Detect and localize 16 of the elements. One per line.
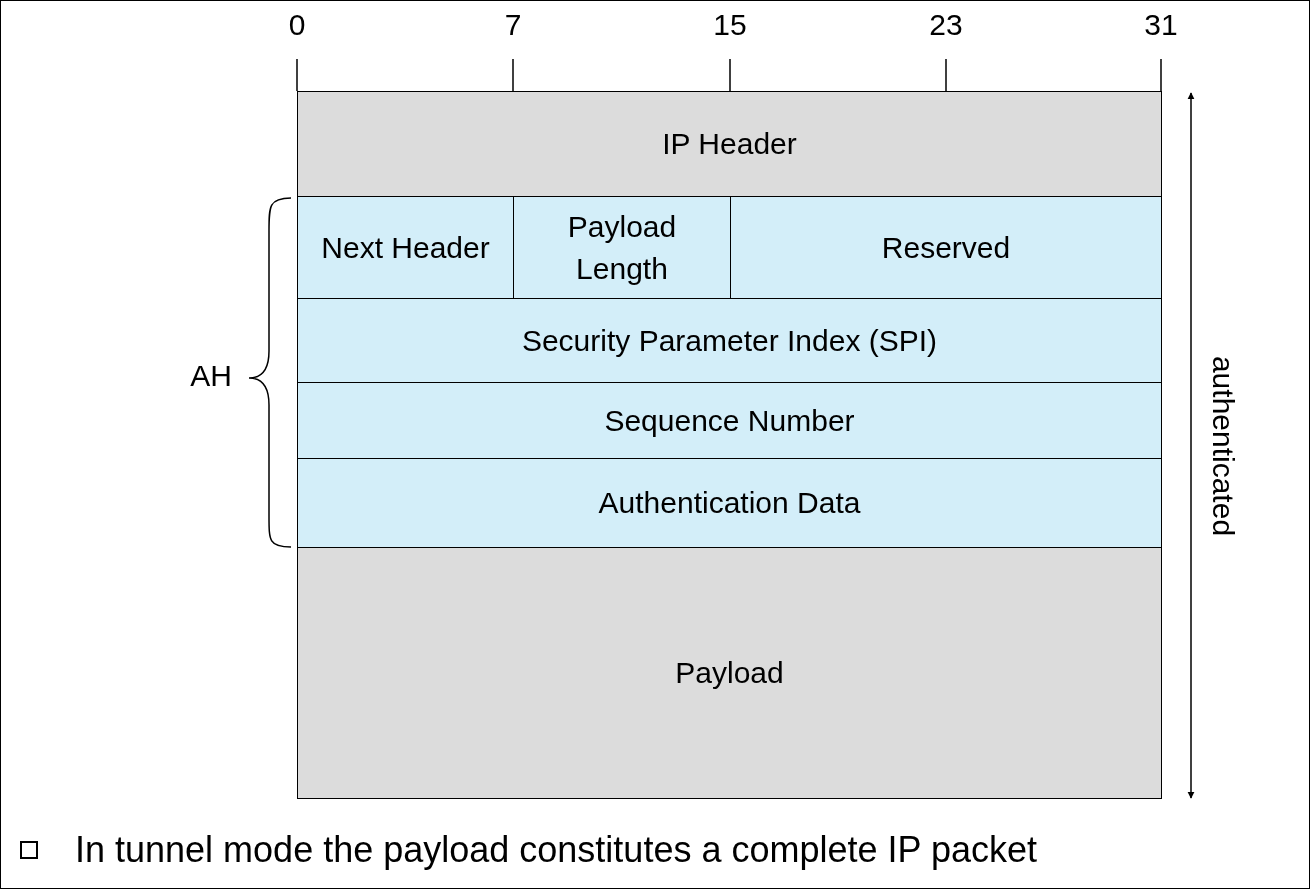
bit-number: 7 (504, 8, 522, 42)
caption: In tunnel mode the payload constitutes a complete IP packet (75, 829, 1037, 871)
header-field: IP Header (297, 91, 1162, 197)
payload-field: Payload (297, 547, 1162, 799)
header-field: Payload Length (513, 196, 731, 299)
header-field: Sequence Number (297, 382, 1162, 459)
bit-number: 23 (929, 8, 963, 42)
header-field: Next Header (297, 196, 514, 299)
bit-number: 31 (1144, 8, 1178, 42)
header-field: Security Parameter Index (SPI) (297, 298, 1162, 383)
bit-number: 15 (713, 8, 747, 42)
brace-label: AH (190, 359, 232, 393)
span-label: authenticated (1206, 355, 1240, 537)
bit-number: 0 (288, 8, 306, 42)
header-field: Reserved (730, 196, 1162, 299)
header-field: Authentication Data (297, 458, 1162, 548)
